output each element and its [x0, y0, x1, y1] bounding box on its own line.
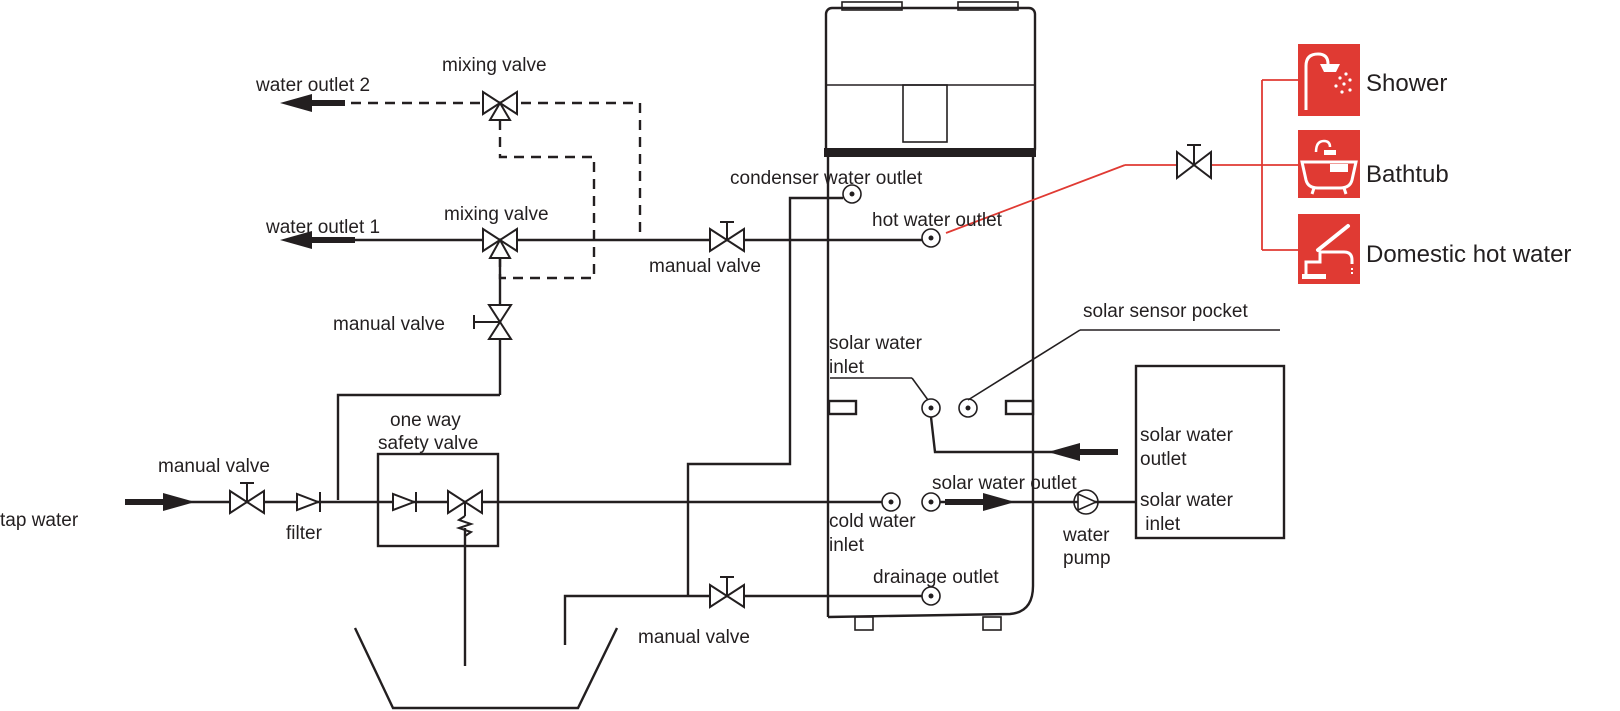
label-hot-water-outlet: hot water outlet: [872, 210, 1003, 231]
label-manual-valve-hot: manual valve: [649, 256, 761, 277]
one-way-safety-valve: [376, 452, 500, 548]
hot-water-branch-valve: [1176, 144, 1212, 181]
label-solar-water-outlet-tank: solar water outlet: [932, 473, 1077, 494]
heat-pump-tank: [824, 1, 1037, 631]
label-mixing-valve-mid: mixing valve: [444, 204, 549, 225]
label-water-outlet-1: water outlet 1: [265, 217, 380, 238]
solar-water-outlet-port: [921, 492, 941, 512]
hot-water-distribution: [945, 79, 1300, 251]
label-bathtub: Bathtub: [1366, 161, 1449, 188]
drain-basin: [353, 627, 619, 710]
label-solar-box-inlet-1: solar water: [1140, 490, 1234, 511]
solar-water-inlet-port: [921, 398, 941, 418]
label-water-outlet-2: water outlet 2: [255, 75, 370, 96]
label-mixing-valve-top: mixing valve: [442, 55, 547, 76]
arrow-solar-outlet: [945, 493, 1015, 511]
filter: [296, 492, 321, 512]
arrow-water-outlet-1: [280, 231, 355, 249]
labels: water outlet 2 mixing valve water outlet…: [0, 55, 1571, 648]
label-cold-water-inlet-2: inlet: [829, 535, 865, 556]
label-tap-water: tap water: [0, 510, 79, 531]
label-solar-sensor-pocket: solar sensor pocket: [1083, 301, 1248, 322]
arrow-tap-water: [125, 493, 195, 511]
label-solar-box-outlet-1: solar water: [1140, 425, 1234, 446]
flow-arrows: [125, 94, 1118, 511]
faucet-icon: [1298, 214, 1360, 284]
label-one-way: one way: [390, 410, 461, 431]
mixing-valve-top: [482, 90, 518, 121]
drainage-outlet-port: [921, 586, 941, 606]
arrow-water-outlet-2: [280, 94, 345, 112]
label-water-pump-2: pump: [1063, 548, 1111, 569]
condenser-water-outlet-port: [842, 184, 862, 204]
hot-water-outlet-port: [921, 228, 941, 248]
bathtub-icon: [1298, 130, 1360, 198]
manual-valve-inlet: [229, 482, 265, 515]
label-manual-valve-drain: manual valve: [638, 627, 750, 648]
manual-valve-vertical: [473, 304, 513, 340]
label-safety-valve: safety valve: [378, 433, 478, 454]
arrow-solar-inlet: [1048, 443, 1118, 461]
label-domestic-hot-water: Domestic hot water: [1366, 241, 1571, 268]
solar-sensor-pocket-port: [958, 398, 978, 418]
label-solar-water-inlet-2: inlet: [829, 357, 865, 378]
label-solar-box-inlet-2: inlet: [1140, 514, 1181, 535]
label-water-pump-1: water: [1062, 525, 1110, 546]
dashed-pipes: [300, 101, 642, 280]
water-pump: [1073, 489, 1099, 515]
manual-valve-hot: [709, 221, 745, 253]
safety-valve: [447, 489, 483, 546]
label-condenser-water-outlet: condenser water outlet: [730, 168, 923, 189]
manual-valve-drain: [709, 576, 745, 609]
label-manual-valve-inlet: manual valve: [158, 456, 270, 477]
shower-icon: [1298, 44, 1360, 116]
mixing-valve-mid: [482, 227, 518, 259]
cold-water-inlet-port: [881, 492, 901, 512]
label-drainage-outlet: drainage outlet: [873, 567, 999, 588]
label-cold-water-inlet-1: cold water: [829, 511, 916, 532]
label-filter: filter: [286, 523, 323, 544]
solar-collector-box: [1134, 364, 1286, 540]
label-manual-valve-vertical: manual valve: [333, 314, 445, 335]
label-shower: Shower: [1366, 70, 1447, 97]
label-solar-water-inlet-1: solar water: [829, 333, 923, 354]
label-solar-box-outlet-2: outlet: [1140, 449, 1187, 470]
one-way-valve: [392, 492, 417, 512]
